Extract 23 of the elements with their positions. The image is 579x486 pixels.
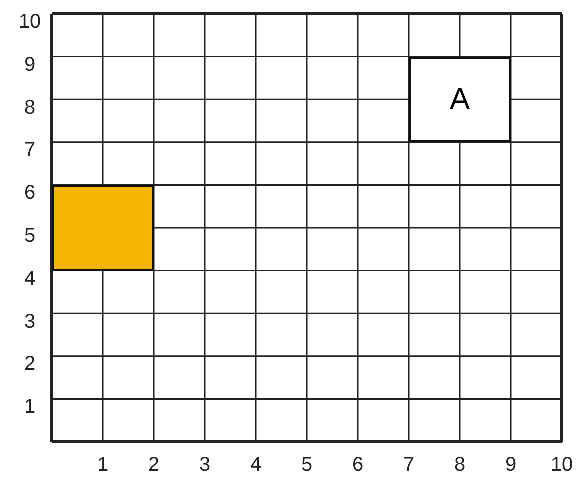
y-axis-number: 4 <box>24 268 36 289</box>
x-axis-number: 9 <box>505 455 517 475</box>
y-axis-number: 2 <box>24 354 36 374</box>
y-axis-number: 7 <box>24 140 36 160</box>
square-label: A <box>450 82 470 117</box>
y-axis-number: 1 <box>24 397 36 418</box>
square <box>409 56 511 142</box>
x-axis-number: 5 <box>301 455 313 475</box>
x-axis-number: 4 <box>250 455 262 475</box>
y-axis-number: 8 <box>24 98 36 118</box>
x-axis-number: 2 <box>148 455 160 475</box>
y-axis-number: 9 <box>24 54 36 75</box>
x-axis-number: 8 <box>454 455 466 475</box>
x-axis-number: 10 <box>550 455 574 475</box>
y-axis-number: 6 <box>24 183 36 204</box>
filled-square <box>52 185 154 271</box>
x-axis-number: 3 <box>199 455 211 475</box>
x-axis-number: 7 <box>403 455 415 475</box>
x-axis-number: 6 <box>352 455 364 475</box>
y-axis-number: 3 <box>24 312 36 332</box>
x-axis-number: 1 <box>97 455 109 475</box>
y-axis-number: 5 <box>24 226 36 246</box>
y-axis-number: 10 <box>18 12 42 32</box>
